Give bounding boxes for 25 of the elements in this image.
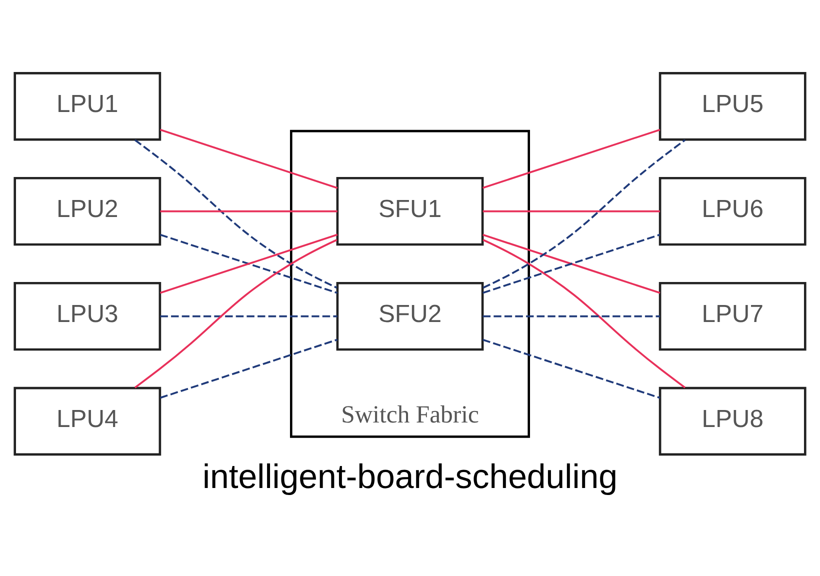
connector xyxy=(160,314,338,317)
connector xyxy=(482,210,660,212)
connector xyxy=(482,138,686,288)
connector xyxy=(482,338,660,398)
node-box: LPU6 xyxy=(658,176,806,246)
node-box: LPU2 xyxy=(14,176,162,246)
node-box: SFU1 xyxy=(336,176,484,246)
connector xyxy=(482,314,660,317)
node-box: LPU3 xyxy=(14,281,162,350)
caption: intelligent-board-scheduling xyxy=(202,457,618,496)
connector xyxy=(160,338,338,398)
connector xyxy=(482,233,660,294)
connector xyxy=(160,233,338,294)
connector xyxy=(160,210,338,212)
node-box: LPU1 xyxy=(14,72,162,140)
connector xyxy=(482,238,686,388)
node-box: SFU2 xyxy=(336,281,484,350)
connector xyxy=(482,128,660,188)
node-box: LPU8 xyxy=(658,386,806,456)
node-box: LPU4 xyxy=(14,386,162,456)
connector xyxy=(134,138,338,288)
connector xyxy=(160,128,338,188)
connector xyxy=(134,238,338,388)
node-box: LPU7 xyxy=(658,281,806,350)
node-box: LPU5 xyxy=(658,72,806,140)
